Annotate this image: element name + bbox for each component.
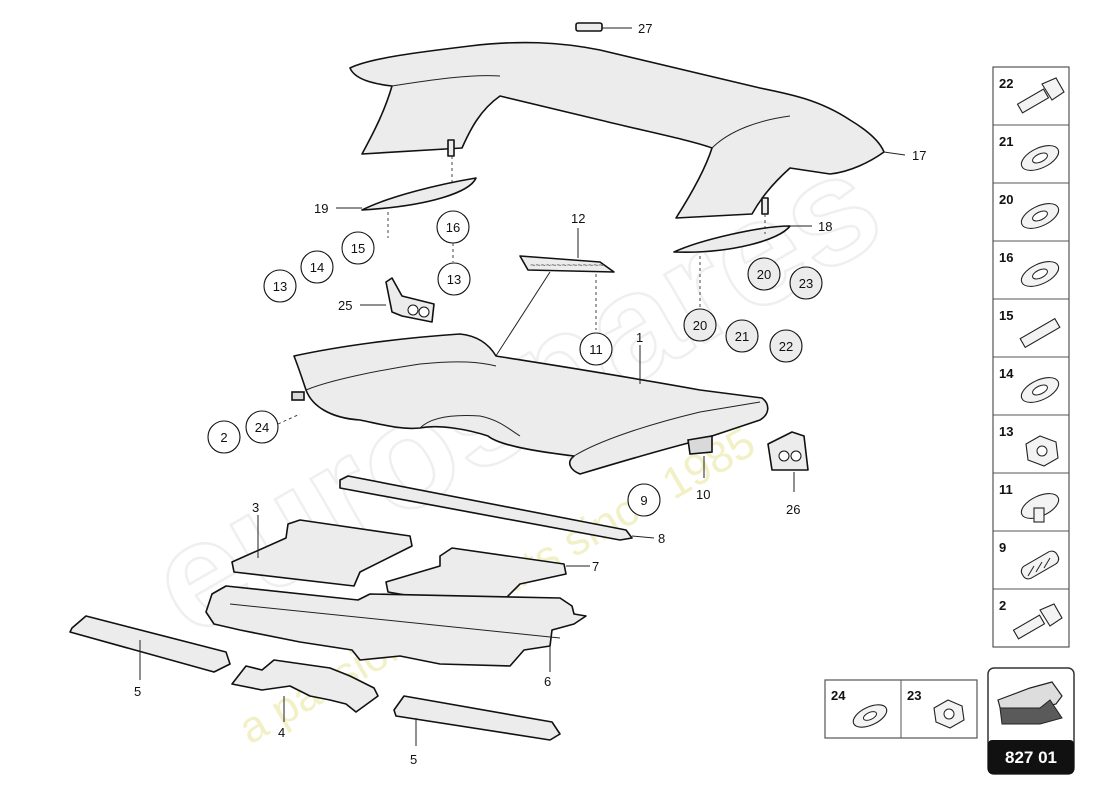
part-27: 27	[575, 21, 652, 36]
bracket-26: 26	[767, 431, 809, 517]
legend-num-22: 22	[999, 76, 1013, 91]
strip-5-right: 5	[393, 695, 561, 767]
callout-21: 21	[735, 329, 749, 344]
legend-row: 14	[993, 366, 1069, 416]
callout-9-group: 9	[627, 483, 661, 517]
legend-num-23: 23	[907, 688, 921, 703]
clip-icon	[1020, 493, 1060, 523]
bracket-25: 25	[338, 277, 435, 323]
callout-7: 7	[592, 559, 599, 574]
callout-19: 19	[314, 201, 328, 216]
washer-icon	[1020, 145, 1060, 171]
callout-14: 14	[310, 260, 324, 275]
svg-text:~~~~~~~~~~~~~~: ~~~~~~~~~~~~~~	[530, 260, 604, 270]
washer-icon	[852, 704, 888, 728]
callout-25: 25	[338, 298, 352, 313]
legend-num-2: 2	[999, 598, 1006, 613]
callout-5b: 5	[410, 752, 417, 767]
hardware-legend-bottom: 24 23	[824, 679, 978, 739]
clip-10: 10	[687, 435, 713, 502]
legend-num-20: 20	[999, 192, 1013, 207]
reference-code: 827 01	[1005, 748, 1057, 767]
callout-4: 4	[278, 725, 285, 740]
callout-11-group: 11	[579, 332, 613, 366]
mat-3: 3	[231, 500, 413, 587]
gasket-19: 19	[314, 156, 477, 238]
callout-27: 27	[638, 21, 652, 36]
legend-num-15: 15	[999, 308, 1013, 323]
nut-icon	[933, 699, 965, 729]
legend-row: 22	[993, 76, 1069, 126]
callout-24: 24	[255, 420, 269, 435]
left-fastener-callouts: 15 16 14 13 13	[263, 210, 471, 303]
reference-box: 827 01	[987, 667, 1075, 775]
legend-num-14: 14	[999, 366, 1014, 381]
callout-13a: 13	[273, 279, 287, 294]
callout-20a: 20	[757, 267, 771, 282]
callout-17: 17	[912, 148, 926, 163]
strip-8: 8	[339, 475, 665, 546]
legend-num-13: 13	[999, 424, 1013, 439]
legend-num-21: 21	[999, 134, 1013, 149]
nut-icon	[1025, 435, 1059, 467]
legend-row: 9	[993, 540, 1069, 590]
callout-16: 16	[446, 220, 460, 235]
callout-6: 6	[544, 674, 551, 689]
callout-13b: 13	[447, 272, 461, 287]
callout-26: 26	[786, 502, 800, 517]
bracket-4: 4	[231, 659, 379, 740]
badge-12: ~~~~~~~~~~~~~~ 12	[491, 211, 615, 363]
legend-row: 2	[999, 598, 1063, 640]
bolt-icon	[1012, 603, 1063, 640]
hardware-legend: 22 21 20 16	[992, 66, 1070, 648]
legend-row: 11	[993, 482, 1069, 532]
legend-row: 15	[993, 308, 1069, 358]
legend-row: 21	[993, 134, 1069, 184]
rear-spoiler: 17	[349, 41, 926, 219]
stud-icon	[1019, 317, 1061, 349]
spring-clip-icon	[1020, 550, 1060, 580]
callout-2: 2	[220, 430, 227, 445]
gasket-18: 18	[673, 214, 832, 310]
legend-num-9: 9	[999, 540, 1006, 555]
callout-1: 1	[636, 330, 643, 345]
legend-row: 13	[993, 424, 1069, 474]
callout-2-24: 2 24	[207, 410, 301, 454]
callout-8: 8	[658, 531, 665, 546]
callout-9: 9	[640, 493, 647, 508]
carpet-6: 6	[205, 585, 587, 689]
bolt-icon	[1016, 77, 1065, 114]
callout-5a: 5	[134, 684, 141, 699]
callout-22: 22	[779, 339, 793, 354]
strip-5-left: 5	[69, 615, 231, 699]
callout-20b: 20	[693, 318, 707, 333]
legend-num-11: 11	[999, 482, 1013, 497]
right-fastener-callouts: 20 23 20 21 22	[683, 257, 823, 363]
direction-arrow-icon	[997, 681, 1063, 725]
trunk-liner-1: 1	[291, 330, 769, 475]
legend-row: 16	[993, 250, 1069, 300]
washer-icon	[1020, 261, 1060, 287]
callout-23: 23	[799, 276, 813, 291]
callout-11: 11	[589, 342, 603, 357]
callout-15: 15	[351, 241, 365, 256]
callout-3: 3	[252, 500, 259, 515]
washer-icon	[1020, 203, 1060, 229]
legend-num-16: 16	[999, 250, 1013, 265]
legend-row: 20	[993, 192, 1069, 242]
legend-num-24: 24	[831, 688, 846, 703]
washer-icon	[1020, 377, 1060, 403]
callout-18: 18	[818, 219, 832, 234]
callout-12: 12	[571, 211, 585, 226]
callout-10: 10	[696, 487, 710, 502]
